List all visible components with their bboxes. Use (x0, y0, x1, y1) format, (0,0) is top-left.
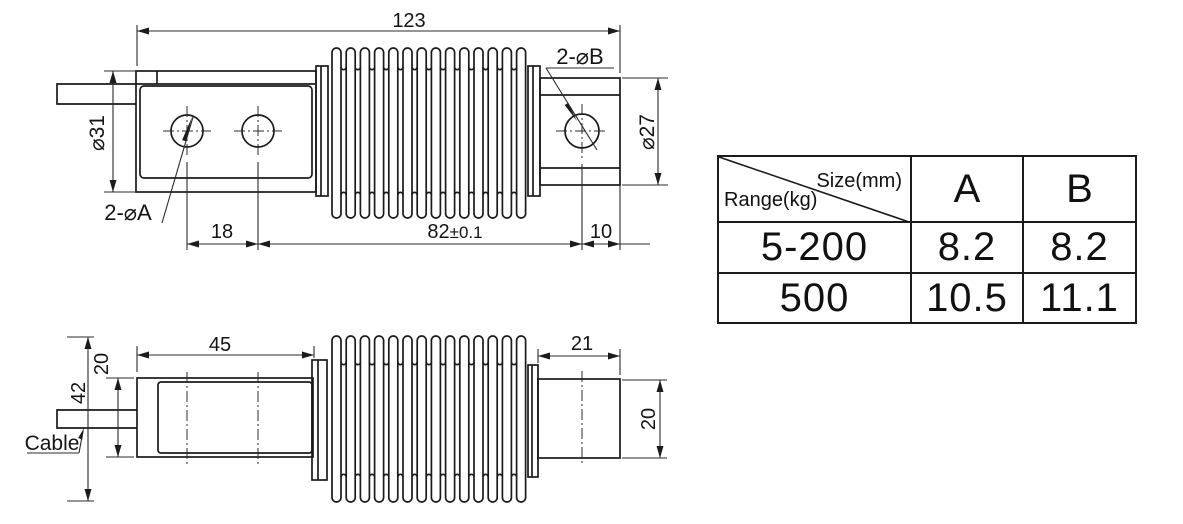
dim-overall-height: 42 (68, 382, 90, 404)
left-bellows-flange-side (311, 359, 328, 481)
top-view-centerlines (163, 104, 608, 160)
left-block-pocket-side (157, 381, 313, 454)
label-holes-a: 2-⌀A (104, 200, 152, 225)
table-header-a: A (912, 157, 1024, 223)
right-block-outline (539, 77, 621, 186)
dim-left-diameter: ⌀31 (86, 115, 109, 151)
cable-stub-outline (56, 83, 136, 105)
top-view-bellows (331, 47, 527, 219)
side-view-dimensions (27, 336, 667, 502)
table-row-range: 500 (719, 274, 912, 322)
top-view: 123 ⌀31 ⌀27 2-⌀A 2-⌀B 18 82±0.1 10 (56, 10, 668, 250)
table-row-range: 5-200 (719, 223, 912, 274)
dim-hole-spacing: 18 (211, 221, 233, 243)
dim-overall-length: 123 (392, 10, 425, 32)
table-cell-a: 8.2 (912, 223, 1024, 274)
cable-stub-outline-side (56, 409, 137, 429)
right-bellows-flange-side (527, 364, 539, 478)
table-corner-cell: Size(mm) Range(kg) (719, 157, 912, 223)
diagonal-divider (719, 157, 909, 221)
right-block-outline-side (537, 378, 621, 459)
right-bellows-flange (527, 65, 541, 197)
label-holes-b: 2-⌀B (556, 44, 603, 69)
side-view-body (56, 359, 621, 481)
dim-right-block-height: 20 (638, 408, 660, 430)
side-view: 45 20 42 Cable 21 20 (25, 333, 667, 503)
dim-right-block-length: 21 (571, 333, 593, 355)
label-cable: Cable (25, 432, 80, 455)
table-cell-b: 11.1 (1040, 275, 1119, 320)
table-header-b: B (1024, 157, 1135, 223)
table-cell-a: 10.5 (912, 274, 1024, 322)
dim-left-block-height: 20 (91, 353, 113, 375)
top-view-body (56, 65, 621, 197)
table-cell-b: 8.2 (1024, 223, 1135, 274)
dim-center-distance: 82±0.1 (427, 221, 482, 243)
left-block-outline-side (136, 377, 314, 458)
table-corner-range-label: Range(kg) (724, 189, 818, 211)
top-view-arrowheads (109, 27, 662, 248)
spec-table: Size(mm) Range(kg) A B 5-200 8.2 8.2 500… (717, 155, 1137, 324)
table-corner-size-label: Size(mm) (816, 170, 902, 192)
left-bellows-flange (315, 65, 329, 197)
leader-holes-b (545, 67, 598, 151)
dim-right-diameter: ⌀27 (636, 114, 659, 150)
dim-left-block-length: 45 (209, 334, 231, 356)
side-view-arrowheads (78, 337, 664, 501)
side-view-centerlines (186, 371, 583, 467)
leader-holes-a (161, 116, 194, 224)
dim-right-hole-offset: 10 (590, 221, 612, 243)
left-block-pocket (139, 85, 313, 179)
side-view-bellows (331, 335, 527, 503)
